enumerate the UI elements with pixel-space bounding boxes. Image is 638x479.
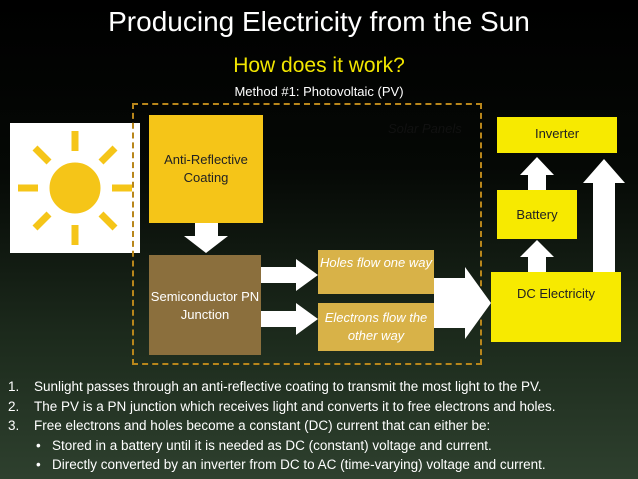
list-number: 3.: [8, 418, 20, 434]
list-text: Directly converted by an inverter from D…: [52, 457, 546, 473]
battery-box: Battery: [497, 190, 577, 239]
list-item: 1. Sunlight passes through an anti-refle…: [8, 377, 636, 397]
arrow-up-icon: [520, 157, 554, 190]
subtitle: How does it work?: [233, 54, 405, 77]
inverter-box: Inverter: [497, 117, 617, 153]
solar-panels-label: Solar Panels: [388, 121, 462, 136]
coating-box: Anti-Reflective Coating: [149, 115, 263, 223]
list-text: Stored in a battery until it is needed a…: [52, 437, 492, 453]
semiconductor-box: Semiconductor PN Junction: [149, 255, 261, 355]
electrons-box: Electrons flow the other way: [318, 303, 434, 351]
list-item: • Directly converted by an inverter from…: [8, 455, 636, 475]
sun-icon: [18, 131, 132, 245]
list-text: Sunlight passes through an anti-reflecti…: [34, 379, 542, 394]
list-text: Free electrons and holes become a consta…: [34, 418, 491, 434]
method-label: Method #1: Photovoltaic (PV): [234, 84, 404, 99]
list-text: The PV is a PN junction which receives l…: [34, 398, 556, 414]
dc-electricity-box: DC Electricity: [491, 272, 621, 342]
sun-panel: [10, 123, 140, 253]
list-item: 3. Free electrons and holes become a con…: [8, 416, 636, 436]
solar-panels-frame: [132, 103, 482, 365]
list-item: • Stored in a battery until it is needed…: [8, 436, 636, 456]
notes-list: 1. Sunlight passes through an anti-refle…: [8, 377, 636, 475]
arrow-up-icon: [583, 159, 625, 272]
page-title: Producing Electricity from the Sun: [108, 6, 530, 37]
holes-box: Holes flow one way: [318, 250, 434, 294]
list-number: 1.: [8, 379, 20, 394]
list-number: 2.: [8, 398, 20, 414]
bullet-icon: •: [36, 437, 41, 453]
bullet-icon: •: [36, 457, 41, 473]
arrow-up-icon: [520, 240, 554, 272]
list-item: 2. The PV is a PN junction which receive…: [8, 397, 636, 417]
